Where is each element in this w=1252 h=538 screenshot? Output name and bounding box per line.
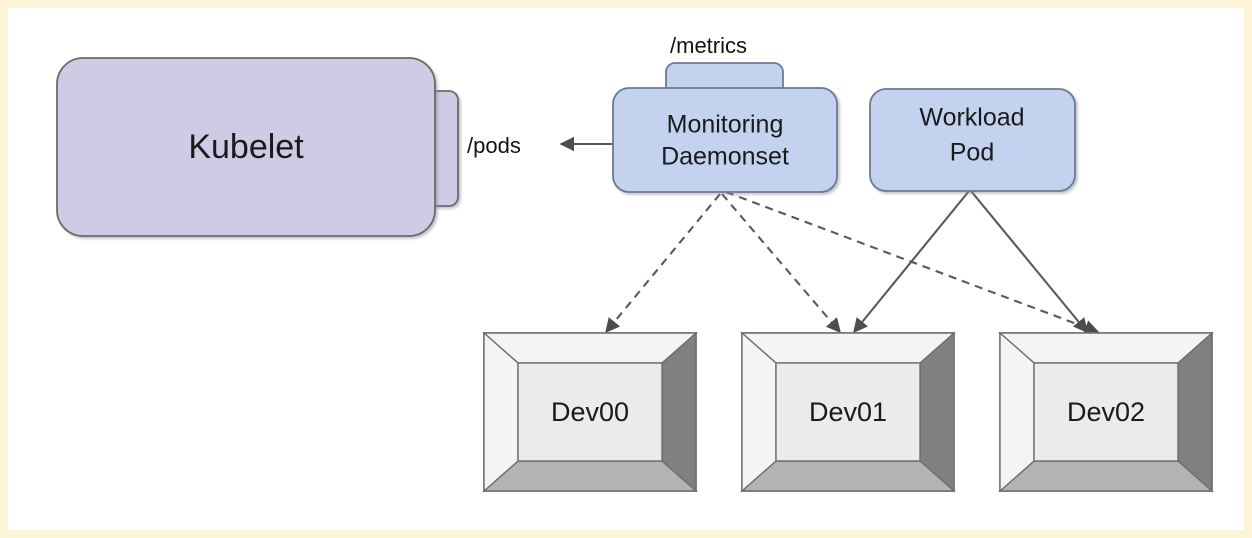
dev02-screen xyxy=(1033,362,1179,462)
monitoring-label-line1: Monitoring xyxy=(667,111,784,139)
dev00-top-face xyxy=(482,332,698,364)
diagram-surface: Kubelet /pods Monitoring Daemonset /metr… xyxy=(8,8,1244,530)
kubelet-body xyxy=(56,57,436,237)
edge-label-pods: /pods xyxy=(467,133,521,158)
node-kubelet[interactable]: Kubelet xyxy=(56,57,459,237)
node-monitoring-daemonset[interactable]: Monitoring Daemonset xyxy=(612,62,838,193)
dev01-bottom-face xyxy=(740,460,956,492)
dev00-label: Dev00 xyxy=(551,397,629,427)
node-dev01[interactable]: Dev01 xyxy=(740,331,956,493)
edge-label-metrics: /metrics xyxy=(670,33,747,58)
node-workload-pod[interactable]: Workload Pod xyxy=(869,88,1076,192)
dev00-bottom-face xyxy=(482,460,698,492)
workload-body xyxy=(869,88,1076,192)
edge-monitoring-to-dev00 xyxy=(605,193,721,334)
edge-workload-to-dev01 xyxy=(853,190,970,334)
dev02-bottom-face xyxy=(998,460,1214,492)
monitoring-label-line2: Daemonset xyxy=(661,143,789,171)
edge-workload-to-dev02 xyxy=(970,190,1088,334)
edges-layer xyxy=(559,136,1100,335)
dev00-screen xyxy=(517,362,663,462)
dev02-top-face xyxy=(998,332,1214,364)
dev01-screen xyxy=(775,362,921,462)
dev01-label: Dev01 xyxy=(809,397,887,427)
node-dev00[interactable]: Dev00 xyxy=(482,331,698,493)
kubelet-label: Kubelet xyxy=(188,128,304,166)
workload-label-line2: Pod xyxy=(950,139,994,167)
monitoring-body xyxy=(612,87,838,193)
dev01-top-face xyxy=(740,332,956,364)
node-dev02[interactable]: Dev02 xyxy=(998,331,1214,493)
architecture-diagram: Kubelet /pods Monitoring Daemonset /metr… xyxy=(56,33,1214,493)
workload-label-line1: Workload xyxy=(919,104,1024,132)
edge-monitoring-to-dev01 xyxy=(721,193,841,334)
dev02-label: Dev02 xyxy=(1067,397,1145,427)
